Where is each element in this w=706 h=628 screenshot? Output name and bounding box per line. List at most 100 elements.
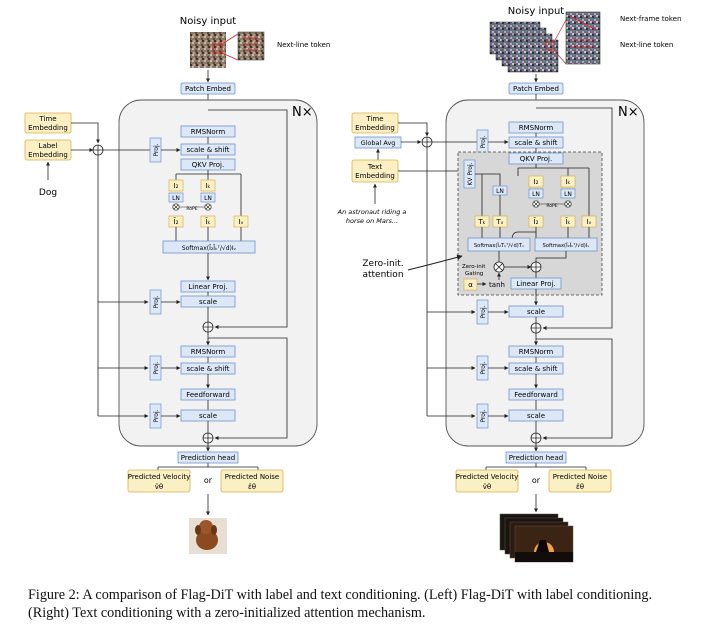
right-ln-box (528, 188, 544, 199)
right-zero-init-gating-label-2: Gating (465, 271, 483, 277)
left-residual-connection (208, 109, 288, 329)
right-or-label: or (532, 476, 541, 485)
right-proj-label: Proj. (480, 135, 487, 148)
left-ik-label: Iₖ (205, 182, 210, 190)
connector (517, 164, 590, 216)
right-iq-box (528, 175, 544, 188)
right-predicted-velocity-label: Predicted Velocity (456, 473, 519, 481)
right-softmax-image-label: Softmax(Ĩ₂Ĩₖᵀ/√d)Iᵥ (543, 242, 590, 249)
left-feedforward-label: Feedforward (186, 391, 230, 399)
left-rope-op-glyph (173, 204, 179, 210)
left-dog-label: Dog (39, 188, 57, 198)
left-iv-label: Iᵥ (239, 218, 244, 226)
left-residual-add-op-glyph (203, 433, 213, 443)
left-predicted-velocity-box (127, 469, 191, 493)
left-predicted-velocity-label: Predicted Velocity (128, 473, 191, 481)
right-next-line-token-label: Next-line token (620, 41, 673, 49)
right-softmax-text-label: Softmax(Ĩ₂Tₖᵀ/√d)Tᵥ (474, 242, 524, 249)
left-label-embedding-label-1: Label (39, 142, 58, 150)
right-time-embedding-label-1: Time (365, 115, 383, 123)
right-zero-init-attention-pointer (407, 254, 463, 271)
right-zero-init-gating-label-1: Zero-init (462, 264, 486, 270)
left-iq-box (168, 179, 184, 192)
right-linear-proj-label: Linear Proj. (516, 280, 555, 288)
connector (475, 173, 501, 216)
right-attention-add-op-glyph (531, 262, 541, 272)
left-zoom-line (221, 33, 239, 45)
right-add-op-glyph (422, 137, 432, 147)
right-next-frame-token-label: Next-frame token (620, 15, 681, 23)
left-ln-box (168, 192, 184, 203)
left-proj-label: Proj. (153, 143, 160, 156)
right-predicted-noise-symbol: ε̂θ (576, 483, 584, 491)
right-diagram: Noisy input Next-frame token Next-line t… (337, 6, 681, 563)
right-text-embedding-label-1: Text (367, 163, 382, 171)
connector (485, 463, 587, 470)
left-token-zoom-image (237, 31, 265, 61)
left-predicted-velocity-symbol: v̂θ (155, 483, 163, 491)
left-label-embedding-label-2: Embedding (28, 151, 68, 159)
right-patch-embed-label: Patch Embed (513, 85, 559, 93)
right-ln-box (560, 188, 576, 199)
left-next-line-token-arrow (244, 37, 258, 51)
left-noisy-input-label: Noisy input (180, 16, 236, 27)
left-scale-shift2-label: scale & shift (186, 365, 229, 373)
left-rmsnorm2-label: RMSNorm (191, 348, 226, 356)
right-proj-label: Proj. (480, 409, 487, 422)
right-noisy-input-label: Noisy input (508, 6, 564, 17)
connector (157, 463, 259, 470)
right-residual-add-op-glyph (531, 433, 541, 443)
left-predicted-noise-box (220, 469, 284, 493)
right-predicted-velocity-box (455, 469, 519, 493)
left-residual-add-op-glyph (203, 322, 213, 332)
left-ln-label: LN (204, 195, 212, 202)
right-gating-multiply-op-glyph (495, 263, 503, 271)
left-qkv-proj-label: QKV Proj. (192, 161, 224, 169)
connector (175, 170, 242, 216)
left-scale-label: scale (199, 298, 217, 306)
right-prompt-line-1: An astronaut riding a (337, 208, 407, 216)
right-tc-label: Tₖ (477, 218, 485, 226)
left-scale-shift-label: scale & shift (186, 146, 229, 154)
left-softmax-box (162, 240, 256, 254)
left-ln-label: LN (172, 195, 180, 202)
right-predicted-velocity-symbol: v̂θ (483, 483, 491, 491)
right-token-zoom-image (565, 11, 601, 65)
left-residual-connection (208, 337, 288, 440)
right-prediction-head-label: Prediction head (509, 454, 563, 462)
right-text-embedding-label-2: Embedding (355, 172, 395, 180)
right-predicted-noise-label: Predicted Noise (553, 473, 608, 481)
left-time-embedding-label-1: Time (38, 115, 56, 123)
right-tanh-label: tanh (489, 281, 505, 289)
right-tk-label: Ĩₖ (564, 217, 570, 226)
right-ln-text-label: LN (496, 188, 504, 195)
left-add-op-glyph (93, 145, 103, 155)
left-time-embedding-label-2: Embedding (28, 124, 68, 132)
right-alpha-box (463, 278, 478, 291)
left-rope-label: RoPE (186, 206, 197, 212)
figure-caption: Figure 2: A comparison of Flag-DiT with … (28, 587, 653, 621)
right-scale-label: scale (527, 308, 545, 316)
left-zoom-line (221, 52, 239, 61)
left-tq-label: Ĩ₂ (173, 217, 179, 226)
right-time-embedding-label-2: Embedding (355, 124, 395, 132)
left-iq-label: I₂ (174, 182, 179, 190)
connector (398, 122, 429, 137)
right-nx-label: N× (618, 105, 639, 120)
right-predicted-noise-box (548, 469, 612, 493)
left-or-label: or (204, 476, 213, 485)
left-rmsnorm-label: RMSNorm (191, 128, 226, 136)
right-tv-label: Tᵥ (495, 218, 503, 226)
right-feedforward-label: Feedforward (514, 391, 558, 399)
left-nx-label: N× (292, 105, 313, 120)
left-predicted-noise-symbol: ε̂θ (248, 483, 256, 491)
left-patch-embed-label: Patch Embed (185, 85, 231, 93)
connector (71, 122, 100, 144)
left-softmax-label: Softmax(Ĩ₂Ĩₖᵀ/√d)Iᵥ (182, 245, 237, 252)
right-ln-label: LN (564, 191, 572, 198)
left-proj-label: Proj. (153, 361, 160, 374)
left-prediction-head-label: Prediction head (181, 454, 235, 462)
left-proj-label: Proj. (153, 295, 160, 308)
right-token-focus-box (545, 41, 555, 51)
